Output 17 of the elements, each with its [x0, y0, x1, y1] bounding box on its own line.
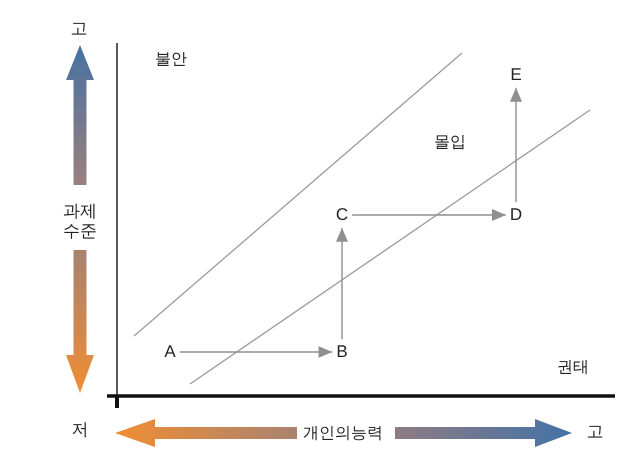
axis-title: 과제 수준 [63, 201, 97, 241]
region-label: 불안 [155, 50, 187, 70]
axis-end-label: 저 [72, 420, 88, 440]
axis-end-label: 고 [586, 422, 604, 442]
axis-end-label: 고 [70, 19, 88, 39]
point-label: C [332, 202, 352, 228]
point-label: E [506, 62, 526, 88]
region-label: 권태 [557, 358, 589, 378]
arrow [352, 209, 506, 221]
arrow [336, 228, 348, 340]
region-label: 몰입 [434, 134, 466, 152]
arrow [180, 346, 332, 358]
point-label: D [506, 202, 526, 228]
arrow [510, 88, 522, 202]
axis-title: 개인의능력 [303, 424, 383, 444]
point-label: B [332, 339, 352, 365]
point-label: A [160, 339, 180, 365]
